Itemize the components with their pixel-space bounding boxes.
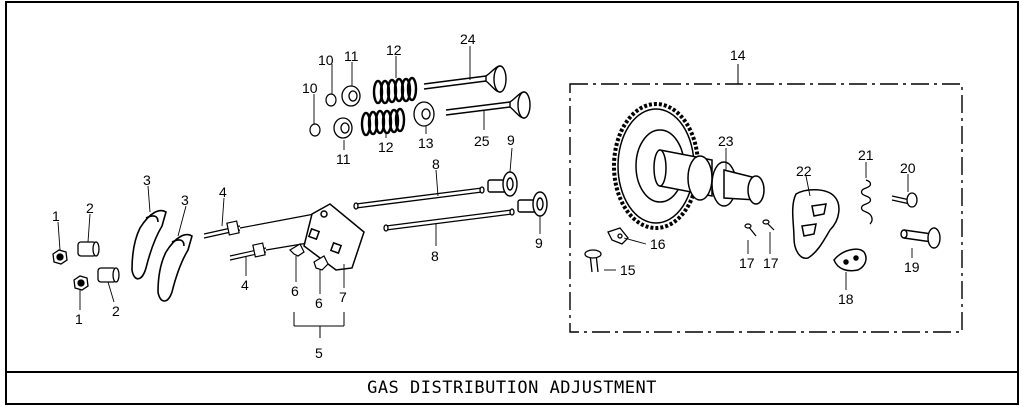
- callout-4a: 4: [219, 184, 227, 200]
- callout-15: 15: [620, 262, 636, 278]
- callout-3b: 3: [181, 192, 189, 208]
- part-spring-retainer-11a: [341, 85, 361, 107]
- part-spring-retainer-11b: [333, 117, 353, 139]
- callout-23: 23: [718, 133, 734, 149]
- part-collet-10a: [325, 93, 337, 107]
- callout-2b: 2: [112, 303, 120, 319]
- part-pin-15: [584, 249, 602, 273]
- callout-1b: 1: [75, 311, 83, 327]
- part-tappet-9a: [487, 171, 518, 197]
- callout-6a: 6: [291, 283, 299, 299]
- part-governor-plate-22: [791, 189, 840, 259]
- diagram-caption: GAS DISTRIBUTION ADJUSTMENT: [367, 378, 657, 398]
- part-intake-valve-24: [423, 65, 507, 93]
- callout-7: 7: [339, 289, 347, 305]
- part-rocker-arm-3b: [157, 233, 193, 302]
- callout-1a: 1: [52, 208, 60, 224]
- part-sleeve-2a: [77, 241, 100, 257]
- part-adjusting-screw-4a: [203, 211, 326, 239]
- part-valve-spring-12b: [360, 107, 406, 137]
- part-shaft-19: [900, 227, 941, 249]
- part-clip-16: [607, 227, 629, 245]
- callout-14: 14: [730, 47, 746, 63]
- part-camshaft-23: [653, 149, 765, 207]
- part-tappet-9b: [517, 191, 548, 217]
- part-valve-spring-12a: [372, 76, 418, 105]
- camshaft-assembly-box: [569, 83, 963, 333]
- callout-24: 24: [460, 31, 476, 47]
- part-rocker-arm-3a: [131, 209, 167, 280]
- callout-8a: 8: [432, 156, 440, 172]
- part-exhaust-valve-25: [445, 91, 531, 119]
- part-sleeve-2b: [97, 267, 120, 283]
- callout-22: 22: [796, 163, 812, 179]
- callout-9a: 9: [507, 132, 515, 148]
- outer-border: [5, 1, 1019, 405]
- callout-18: 18: [838, 291, 854, 307]
- part-guide-plate-7: [303, 203, 365, 271]
- callout-9b: 9: [535, 235, 543, 251]
- leader-lines: [57, 46, 913, 310]
- callout-11b: 11: [336, 151, 351, 167]
- callout-21: 21: [858, 147, 874, 163]
- part-spring-seat-13: [413, 101, 435, 127]
- callout-17b: 17: [763, 255, 779, 271]
- part-screw-20: [891, 192, 918, 208]
- part-collet-10b: [309, 123, 321, 137]
- leader-bracket-5: [293, 312, 345, 338]
- part-pin-17b: [762, 219, 775, 231]
- callout-13: 13: [418, 135, 434, 151]
- part-pin-17a: [744, 223, 757, 237]
- part-nut-1b: [73, 275, 89, 291]
- part-weight-18: [833, 248, 867, 272]
- callout-2a: 2: [86, 200, 94, 216]
- callout-6b: 6: [315, 295, 323, 311]
- callout-12b: 12: [378, 139, 394, 155]
- callout-10a: 10: [318, 52, 334, 68]
- part-spring-21: [860, 179, 873, 225]
- callout-3a: 3: [143, 172, 151, 188]
- callout-11a: 11: [344, 48, 359, 64]
- part-push-rod-8b: [383, 208, 515, 232]
- part-nut-1a: [52, 249, 68, 265]
- part-push-rod-8a: [353, 186, 485, 210]
- callout-17a: 17: [739, 255, 755, 271]
- callout-16: 16: [650, 236, 666, 252]
- callout-10b: 10: [302, 80, 318, 96]
- callout-4b: 4: [241, 277, 249, 293]
- callout-8b: 8: [431, 248, 439, 264]
- callout-25: 25: [474, 133, 490, 149]
- callout-20: 20: [900, 160, 916, 176]
- callout-19: 19: [904, 259, 920, 275]
- callout-5: 5: [315, 345, 323, 361]
- callout-12a: 12: [386, 42, 402, 58]
- part-clip-6a: [289, 243, 305, 257]
- part-clip-6b: [313, 255, 329, 271]
- part-adjusting-screw-4b: [229, 239, 327, 261]
